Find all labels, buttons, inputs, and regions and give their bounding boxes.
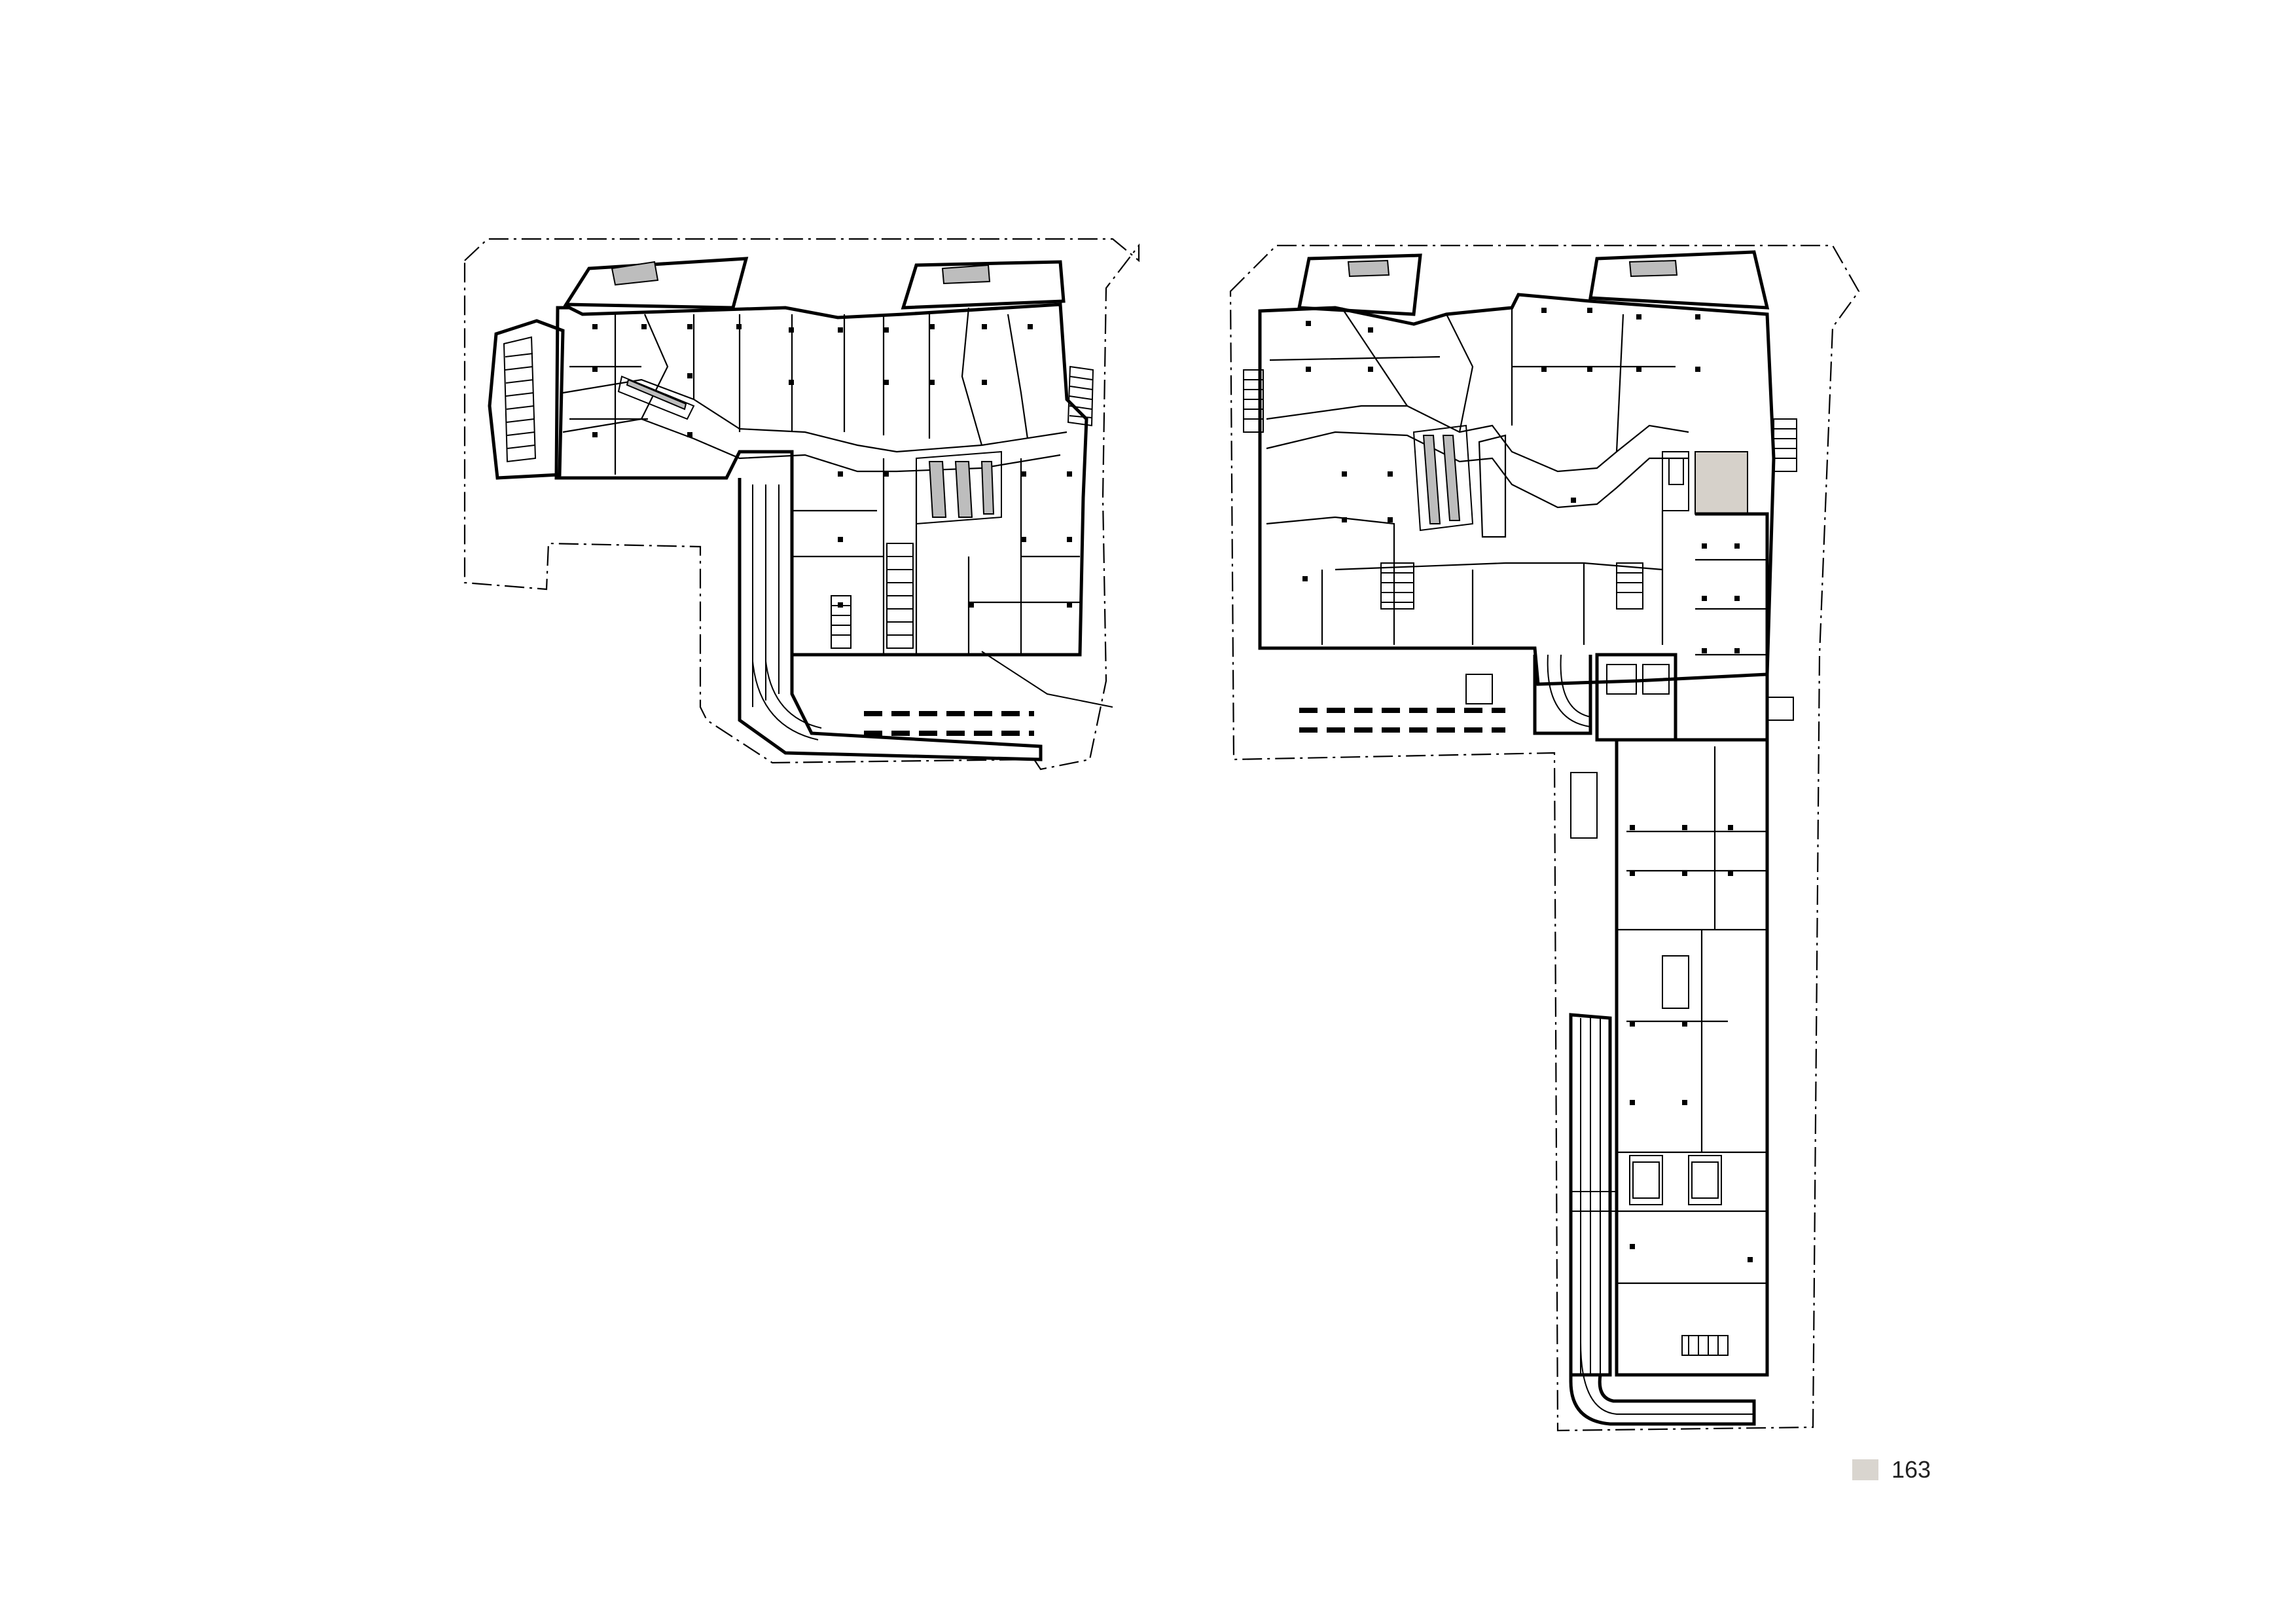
left-floor-plan: [463, 238, 1140, 771]
page-number: 163: [1892, 1456, 1931, 1483]
right-columns: [1302, 308, 1753, 1262]
page-number-swatch: [1852, 1459, 1878, 1480]
left-central-escalators: [928, 461, 995, 518]
page-number-block: 163: [1852, 1456, 1931, 1484]
right-atrium-escalators: [1422, 435, 1461, 524]
left-columns: [592, 324, 1072, 608]
highlighted-shop-unit: [1695, 451, 1748, 515]
right-floor-plan: [1229, 244, 1860, 1432]
left-wedge-stair-treads: [505, 353, 535, 449]
